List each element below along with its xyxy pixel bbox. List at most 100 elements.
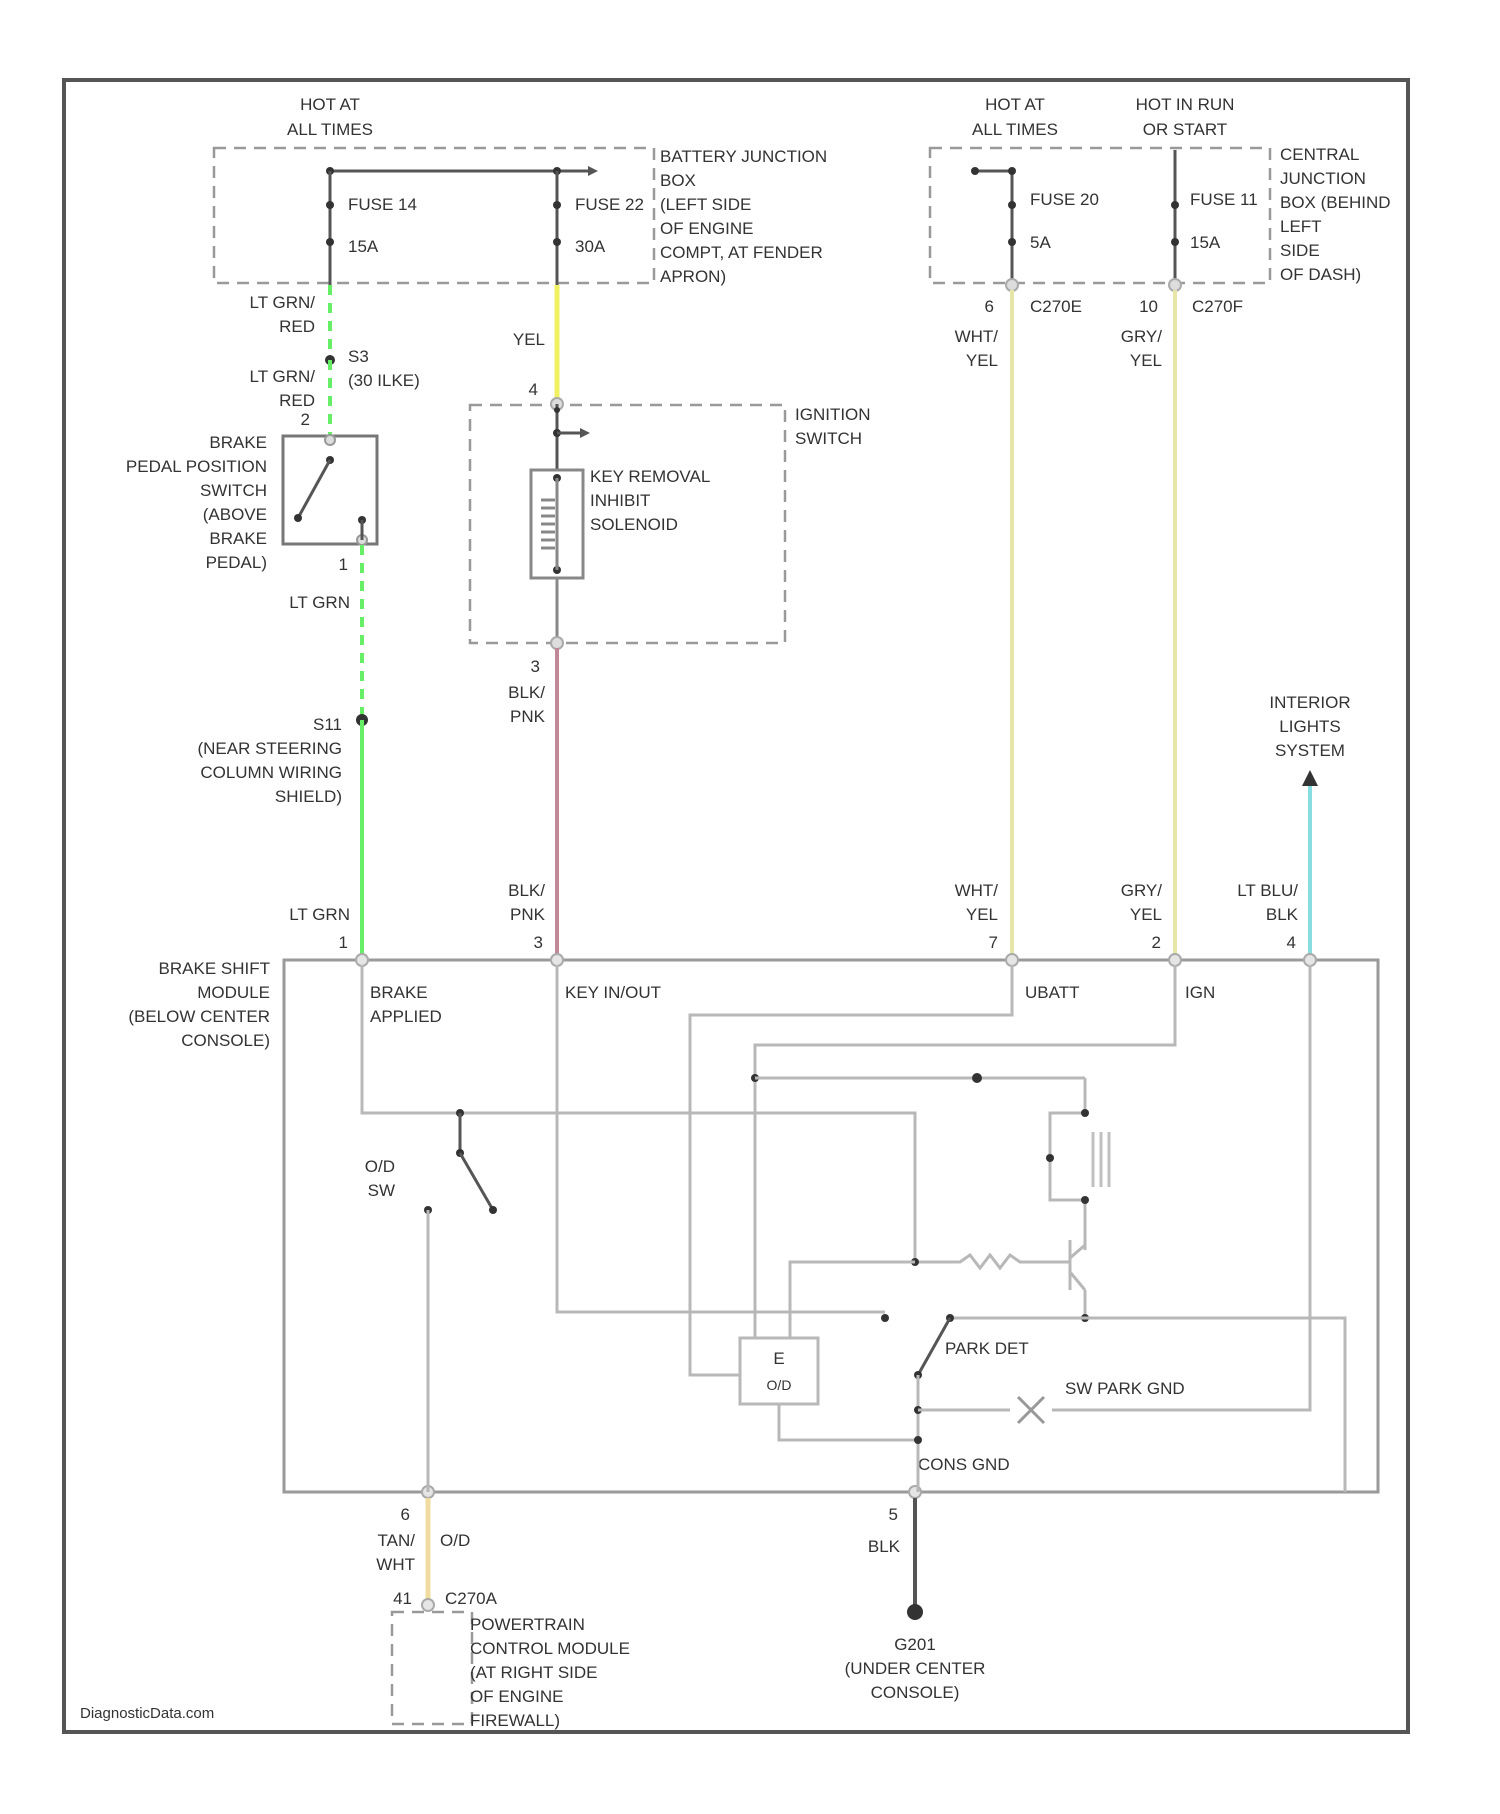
svg-text:YEL: YEL — [966, 905, 998, 924]
svg-text:BLK/: BLK/ — [508, 881, 545, 900]
svg-text:FUSE 22: FUSE 22 — [575, 195, 644, 214]
svg-text:(LEFT SIDE: (LEFT SIDE — [660, 195, 751, 214]
svg-text:IGNITION: IGNITION — [795, 405, 871, 424]
label-lt-grn-mid: LT GRN — [289, 593, 350, 612]
svg-text:(NEAR STEERING: (NEAR STEERING — [197, 739, 342, 758]
svg-text:JUNCTION: JUNCTION — [1280, 169, 1366, 188]
label-lt-grn-bottom: LT GRN — [289, 905, 350, 924]
svg-text:SW PARK GND: SW PARK GND — [1065, 1379, 1185, 1398]
brake-shift-module — [284, 960, 1378, 1492]
svg-text:SYSTEM: SYSTEM — [1275, 741, 1345, 760]
label-blk: BLK — [868, 1537, 901, 1556]
label-s11: S11 (NEAR STEERING COLUMN WIRING SHIELD) — [197, 715, 342, 806]
central-junction-box-label: CENTRAL JUNCTION BOX (BEHIND LEFT SIDE O… — [1280, 145, 1391, 284]
svg-text:6: 6 — [401, 1505, 410, 1524]
brake-shift-module-label: BRAKE SHIFT MODULE (BELOW CENTER CONSOLE… — [128, 959, 270, 1050]
svg-text:KEY IN/OUT: KEY IN/OUT — [565, 983, 661, 1002]
pcm-pin-41: 41 — [393, 1589, 412, 1608]
label-blk-pnk-mid: BLK/ PNK — [508, 683, 546, 726]
supply-hot-at-all-times-right: HOT AT ALL TIMES — [972, 95, 1058, 139]
svg-text:(AT RIGHT SIDE: (AT RIGHT SIDE — [470, 1663, 598, 1682]
watermark: DiagnosticData.com — [80, 1705, 214, 1722]
powertrain-control-module — [392, 1612, 472, 1724]
svg-text:OF ENGINE: OF ENGINE — [660, 219, 754, 238]
fuse-20: FUSE 20 5A — [971, 167, 1099, 285]
battery-junction-box-label: BATTERY JUNCTION BOX (LEFT SIDE OF ENGIN… — [660, 147, 827, 286]
svg-text:1: 1 — [339, 555, 348, 574]
svg-text:5: 5 — [889, 1505, 898, 1524]
svg-text:UBATT: UBATT — [1025, 983, 1079, 1002]
label-lt-blu-blk: LT BLU/ BLK — [1237, 881, 1298, 924]
ignition-switch-label: IGNITION SWITCH — [795, 405, 871, 448]
svg-text:6: 6 — [985, 297, 994, 316]
svg-text:BRAKE SHIFT: BRAKE SHIFT — [159, 959, 270, 978]
svg-text:FUSE 14: FUSE 14 — [348, 195, 417, 214]
svg-text:S3: S3 — [348, 347, 369, 366]
module-pins: 1 3 7 2 4 6 5 — [339, 933, 1316, 1524]
svg-text:APRON): APRON) — [660, 267, 726, 286]
svg-text:(UNDER CENTER: (UNDER CENTER — [845, 1659, 986, 1678]
svg-text:BRAKE: BRAKE — [209, 433, 267, 452]
svg-text:C270F: C270F — [1192, 297, 1243, 316]
label-s3: S3 (30 ILKE) — [348, 347, 420, 390]
solenoid-label: KEY REMOVAL INHIBIT SOLENOID — [590, 467, 710, 534]
svg-text:CONTROL MODULE: CONTROL MODULE — [470, 1639, 630, 1658]
svg-text:5A: 5A — [1030, 233, 1051, 252]
svg-text:ALL TIMES: ALL TIMES — [287, 120, 373, 139]
svg-text:LT BLU/: LT BLU/ — [1237, 881, 1298, 900]
svg-text:SIDE: SIDE — [1280, 241, 1320, 260]
connector-c270f: 10 C270F — [1139, 279, 1243, 316]
svg-text:HOT IN RUN: HOT IN RUN — [1136, 95, 1235, 114]
svg-text:BLK/: BLK/ — [508, 683, 545, 702]
svg-text:PNK: PNK — [510, 905, 546, 924]
svg-text:15A: 15A — [348, 237, 379, 256]
svg-text:CONS GND: CONS GND — [918, 1455, 1010, 1474]
svg-text:PNK: PNK — [510, 707, 546, 726]
svg-text:YEL: YEL — [1130, 351, 1162, 370]
svg-text:O/D: O/D — [365, 1157, 395, 1176]
label-lt-grn-red-2: LT GRN/ RED — [250, 367, 316, 410]
interior-lights-system-label: INTERIOR LIGHTS SYSTEM — [1269, 693, 1350, 760]
svg-text:YEL: YEL — [1130, 905, 1162, 924]
ground-label: G201 (UNDER CENTER CONSOLE) — [845, 1635, 986, 1702]
svg-text:BLK: BLK — [1266, 905, 1299, 924]
svg-text:OR START: OR START — [1143, 120, 1227, 139]
svg-text:(30 ILKE): (30 ILKE) — [348, 371, 420, 390]
svg-text:KEY REMOVAL: KEY REMOVAL — [590, 467, 710, 486]
svg-text:HOT AT: HOT AT — [985, 95, 1045, 114]
svg-text:MODULE: MODULE — [197, 983, 270, 1002]
svg-text:10: 10 — [1139, 297, 1158, 316]
svg-text:PEDAL POSITION: PEDAL POSITION — [126, 457, 267, 476]
central-junction-box — [930, 148, 1270, 283]
pcm-label: POWERTRAIN CONTROL MODULE (AT RIGHT SIDE… — [470, 1615, 630, 1730]
svg-text:COLUMN WIRING: COLUMN WIRING — [200, 763, 342, 782]
module-internal-labels: BRAKE APPLIED KEY IN/OUT UBATT IGN O/D S… — [365, 983, 1215, 1474]
label-tan-wht: TAN/ WHT — [376, 1531, 415, 1574]
svg-text:HOT AT: HOT AT — [300, 95, 360, 114]
svg-text:OF ENGINE: OF ENGINE — [470, 1687, 564, 1706]
module-internal-wiring: E O/D — [362, 965, 1345, 1492]
svg-text:4: 4 — [1287, 933, 1296, 952]
svg-text:ALL TIMES: ALL TIMES — [972, 120, 1058, 139]
svg-text:30A: 30A — [575, 237, 606, 256]
label-gry-yel-bottom: GRY/ YEL — [1121, 881, 1163, 924]
svg-text:BOX: BOX — [660, 171, 696, 190]
svg-text:BRAKE: BRAKE — [370, 983, 428, 1002]
svg-text:SW: SW — [368, 1181, 395, 1200]
svg-text:CENTRAL: CENTRAL — [1280, 145, 1359, 164]
svg-text:WHT/: WHT/ — [955, 327, 999, 346]
svg-text:INHIBIT: INHIBIT — [590, 491, 650, 510]
svg-text:SHIELD): SHIELD) — [275, 787, 342, 806]
svg-text:TAN/: TAN/ — [378, 1531, 416, 1550]
svg-text:GRY/: GRY/ — [1121, 881, 1163, 900]
connector-c270e: 6 C270E — [985, 279, 1082, 316]
label-gry-yel-top: GRY/ YEL — [1121, 327, 1163, 370]
svg-text:PARK DET: PARK DET — [945, 1339, 1029, 1358]
svg-text:LIGHTS: LIGHTS — [1279, 717, 1340, 736]
label-wht-yel-bottom: WHT/ YEL — [955, 881, 999, 924]
svg-text:COMPT, AT FENDER: COMPT, AT FENDER — [660, 243, 823, 262]
svg-text:(ABOVE: (ABOVE — [203, 505, 267, 524]
svg-text:C270E: C270E — [1030, 297, 1082, 316]
ignition-pin-3: 3 — [531, 657, 540, 676]
